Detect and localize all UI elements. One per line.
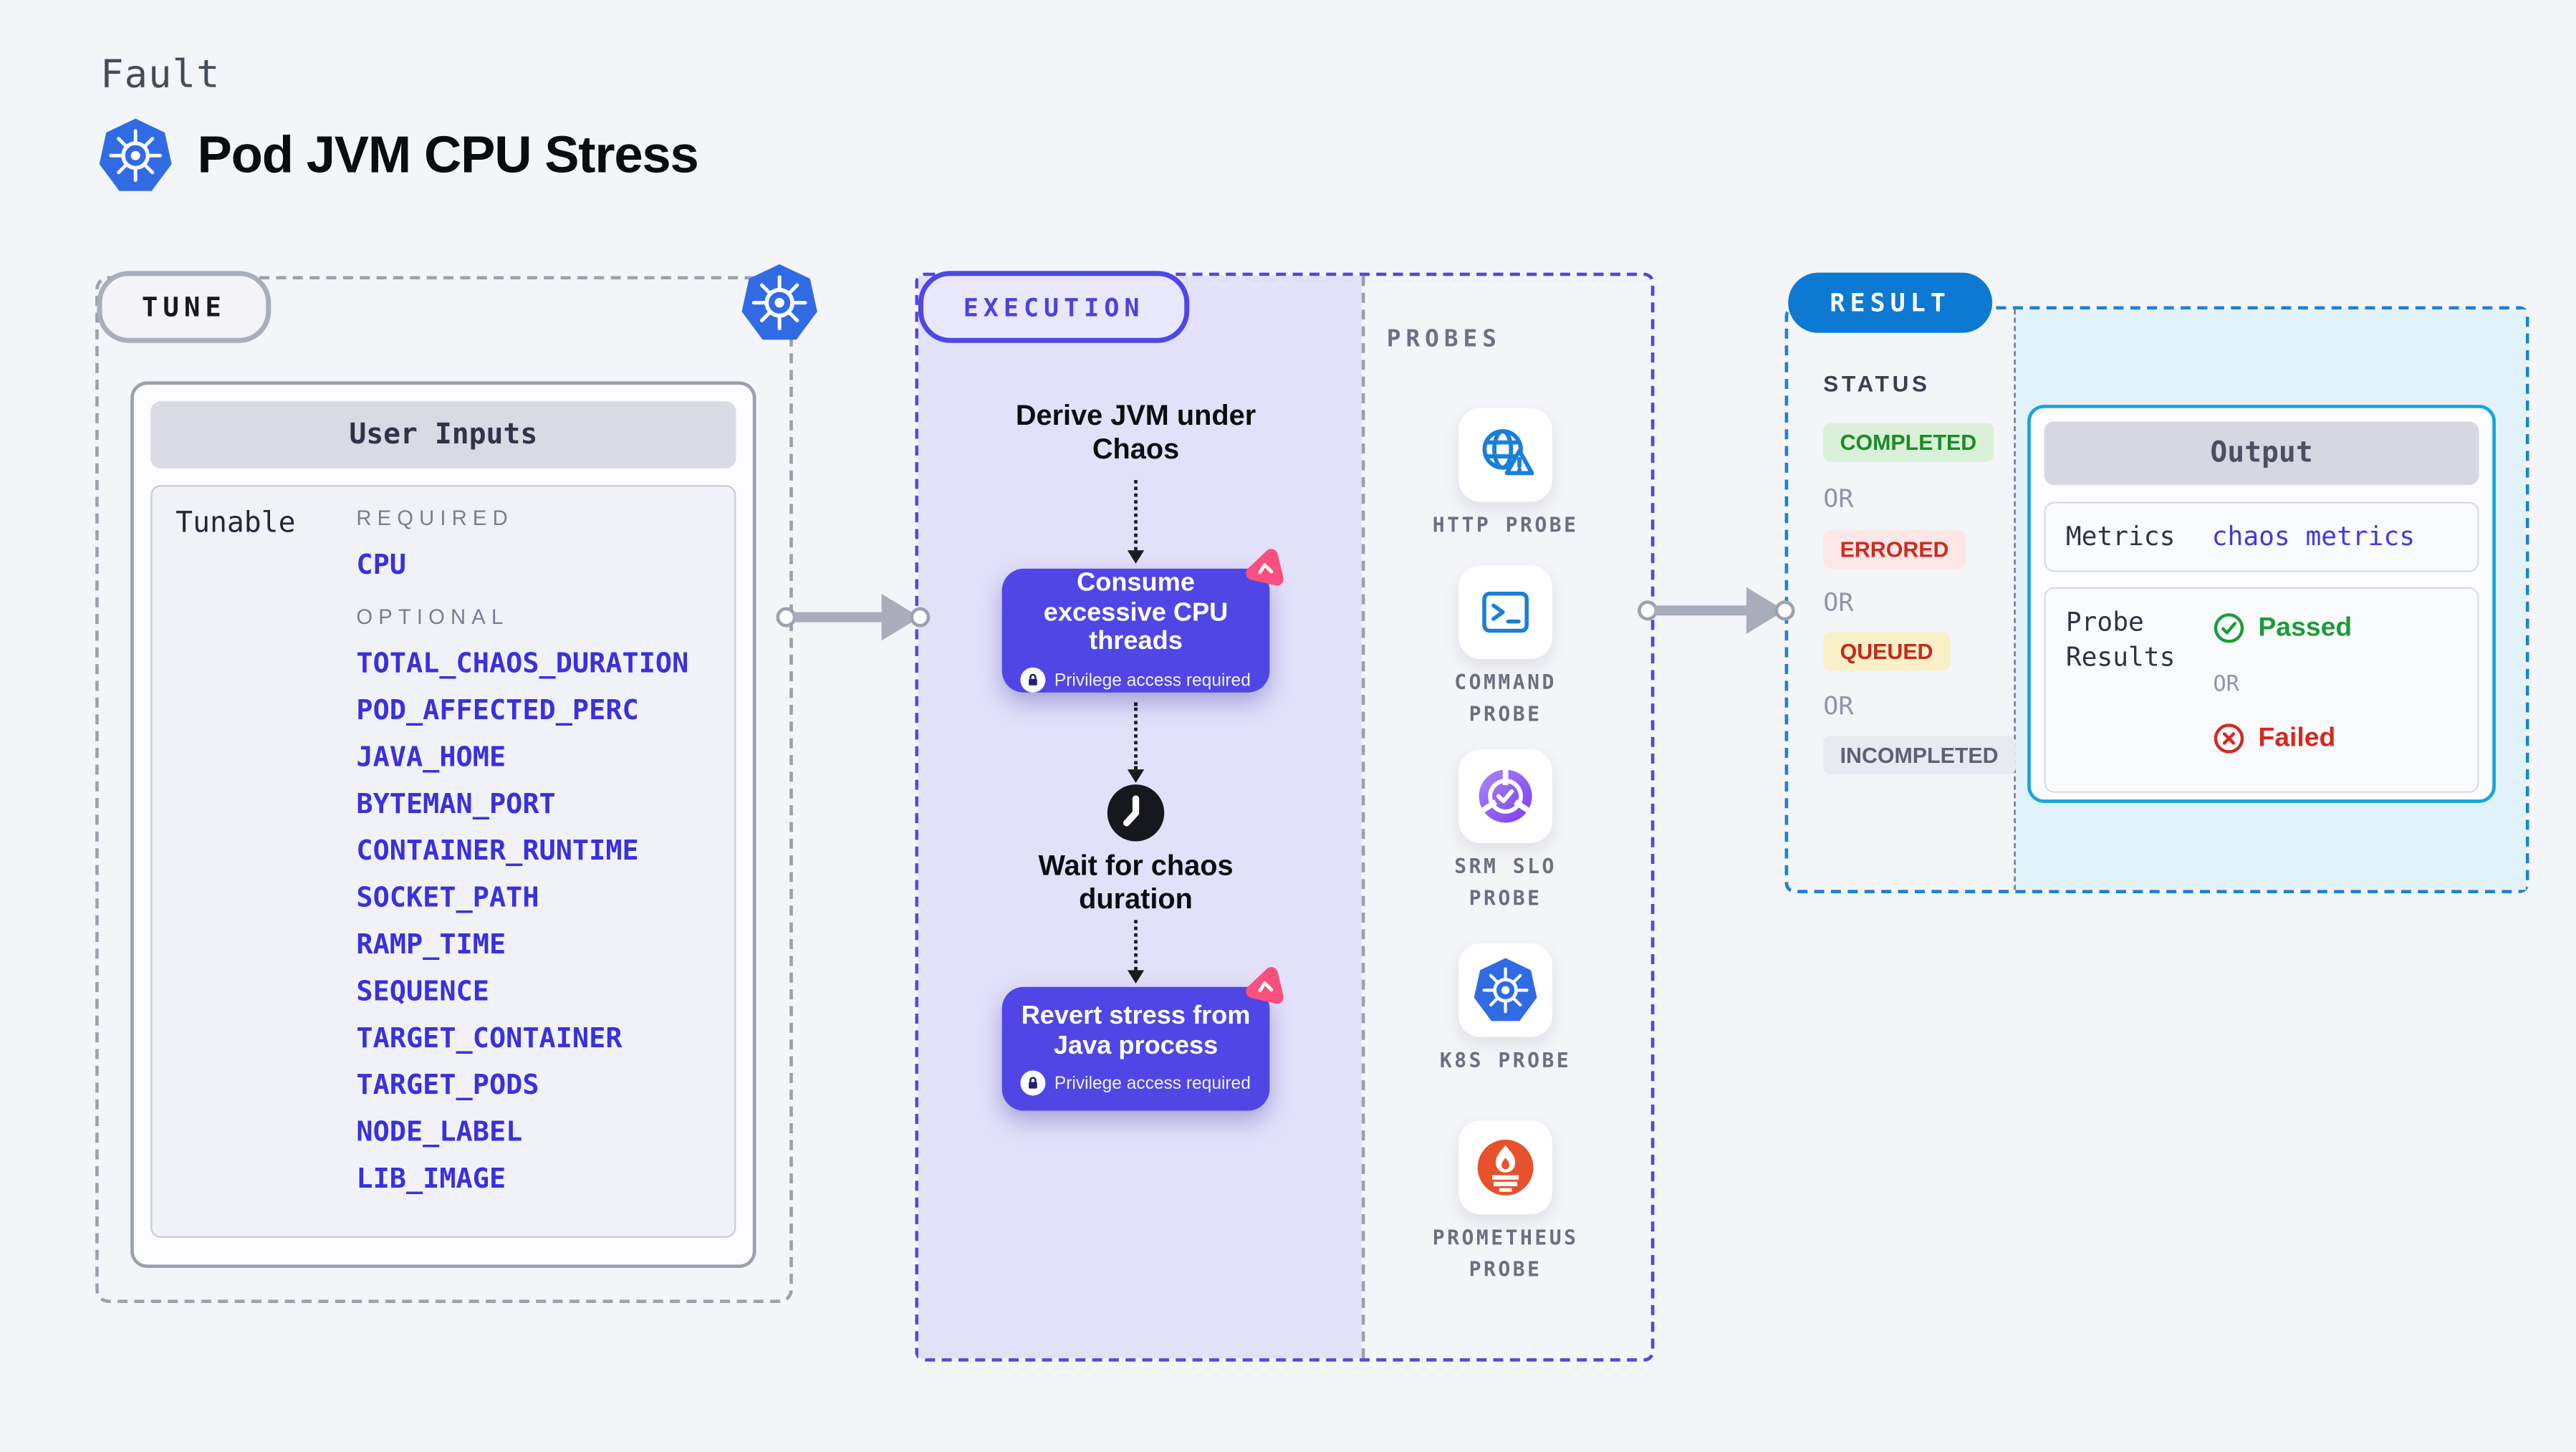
chaos-spark-icon [1246, 549, 1284, 586]
consume-step-label: Consume excessive CPU threads [1043, 568, 1229, 657]
k8s-probe-card [1458, 943, 1552, 1037]
status-badge-queued: QUEUED [1823, 632, 1950, 671]
flow-connector [1134, 480, 1138, 551]
parameter: SOCKET_PATH [356, 881, 539, 913]
failed-x-icon [2214, 723, 2244, 754]
output-header: Output [2044, 421, 2479, 486]
prometheus-probe-label: PROMETHEUS PROBE [1432, 1226, 1579, 1282]
metrics-row: Metrics chaos metrics [2044, 501, 2479, 572]
probes-label: PROBES [1386, 326, 1501, 353]
flow-arrowhead [1127, 970, 1145, 984]
required-group-label: REQUIRED [356, 506, 514, 531]
command-probe-label: COMMAND PROBE [1454, 670, 1557, 726]
tune-to-execution-arrow [776, 593, 931, 641]
result-divider [2014, 309, 2016, 890]
parameter: LIB_IMAGE [356, 1162, 506, 1195]
failed-result: Failed [2213, 723, 2335, 754]
or-label: OR [1823, 587, 1854, 617]
consume-step-box: Consume excessive CPU threads Privilege … [1001, 549, 1284, 693]
failed-label: Failed [2258, 723, 2336, 752]
revert-step-label: Revert stress from Java process [1021, 1001, 1251, 1060]
status-badge-incompleted: INCOMPLETED [1823, 736, 2015, 775]
parameter: BYTEMAN_PORT [356, 787, 556, 820]
result-badge: RESULT [1788, 272, 1993, 333]
tune-section [95, 276, 793, 1304]
parameter: TARGET_CONTAINER [356, 1021, 623, 1054]
parameter: NODE_LABEL [356, 1115, 523, 1148]
command-probe-icon [1482, 591, 1529, 633]
wait-step-label: Wait for chaos duration [1038, 850, 1234, 915]
or-label: OR [1823, 483, 1854, 514]
derive-step-label: Derive JVM under Chaos [1015, 400, 1256, 465]
privilege-note-text: Privilege access required [1054, 670, 1251, 691]
srm-slo-probe-card [1458, 749, 1552, 843]
parameter: JAVA_HOME [356, 741, 506, 773]
clock-icon [1107, 784, 1165, 842]
probes-divider [1361, 276, 1365, 1359]
privilege-note: Privilege access required [1021, 1071, 1251, 1097]
parameter-list: REQUIRED CPU OPTIONAL TOTAL_CHAOS_DURATI… [356, 507, 688, 1236]
kubernetes-icon [99, 118, 172, 191]
privilege-note-text: Privilege access required [1054, 1073, 1251, 1094]
flow-connector [1134, 920, 1138, 971]
execution-badge: EXECUTION [918, 271, 1190, 343]
result-section: STATUS COMPLETED OR ERRORED OR QUEUED OR… [1784, 306, 2529, 893]
tunable-row-label: Tunable [176, 506, 296, 541]
k8s-probe-icon [1474, 958, 1537, 1021]
lock-icon [1021, 1071, 1047, 1097]
execution-to-result-arrow [1638, 587, 1795, 635]
prometheus-probe-icon [1477, 1139, 1534, 1196]
k8s-probe-label: K8S PROBE [1439, 1049, 1572, 1072]
parameter: CONTAINER_RUNTIME [356, 835, 639, 867]
page-title-row: Pod JVM CPU Stress [97, 117, 699, 193]
metrics-value: chaos metrics [2211, 521, 2416, 552]
user-inputs-body: Tunable REQUIRED CPU OPTIONAL TOTAL_CHAO… [150, 485, 736, 1238]
status-badge-errored: ERRORED [1823, 530, 1966, 569]
or-label: OR [1823, 691, 1854, 721]
fault-kicker: Fault [100, 53, 221, 97]
parameter: TARGET_PODS [356, 1069, 539, 1101]
output-card: Output Metrics chaos metrics Probe Resul… [2027, 405, 2496, 803]
http-probe-label: HTTP PROBE [1432, 513, 1579, 537]
flow-connector [1134, 702, 1138, 770]
http-probe-card [1458, 408, 1552, 502]
connector-dot [910, 607, 931, 628]
passed-label: Passed [2258, 612, 2352, 642]
tune-badge: TUNE [97, 271, 271, 343]
connector-dot [1774, 600, 1795, 621]
metrics-label: Metrics [2065, 521, 2176, 552]
lock-icon [1021, 668, 1047, 693]
passed-check-icon [2214, 613, 2244, 643]
or-label: OR [2213, 672, 2239, 698]
prometheus-probe-card [1458, 1120, 1552, 1215]
probe-results-row: Probe Results Passed OR Failed [2044, 587, 2479, 793]
parameter: SEQUENCE [356, 975, 489, 1007]
flow-arrowhead [1127, 550, 1145, 564]
optional-group-label: OPTIONAL [356, 605, 509, 629]
parameter: RAMP_TIME [356, 928, 506, 961]
revert-step-box: Revert stress from Java process Privileg… [1001, 966, 1284, 1111]
parameter: CPU [356, 548, 406, 581]
chaos-spark-icon [1246, 966, 1284, 1004]
page-title: Pod JVM CPU Stress [197, 125, 699, 184]
privilege-note: Privilege access required [1021, 668, 1251, 693]
srm-slo-probe-label: SRM SLO PROBE [1454, 855, 1557, 910]
http-probe-icon [1482, 429, 1534, 476]
status-badge-completed: COMPLETED [1823, 423, 1994, 462]
probe-results-label: Probe Results [2065, 607, 2176, 673]
user-inputs-card: User Inputs Tunable REQUIRED CPU OPTIONA… [130, 381, 756, 1269]
parameter: POD_AFFECTED_PERC [356, 694, 639, 726]
flow-arrowhead [1127, 769, 1145, 783]
command-probe-card [1458, 565, 1552, 660]
kubernetes-corner-icon [741, 264, 817, 340]
connector-dot [776, 607, 797, 628]
passed-result: Passed [2213, 612, 2352, 644]
execution-section: PROBES Derive JVM under Chaos Consume ex… [915, 272, 1655, 1362]
status-label: STATUS [1823, 371, 1931, 397]
user-inputs-header: User Inputs [150, 401, 736, 468]
srm-slo-probe-icon [1479, 769, 1532, 823]
parameter: TOTAL_CHAOS_DURATION [356, 647, 689, 680]
